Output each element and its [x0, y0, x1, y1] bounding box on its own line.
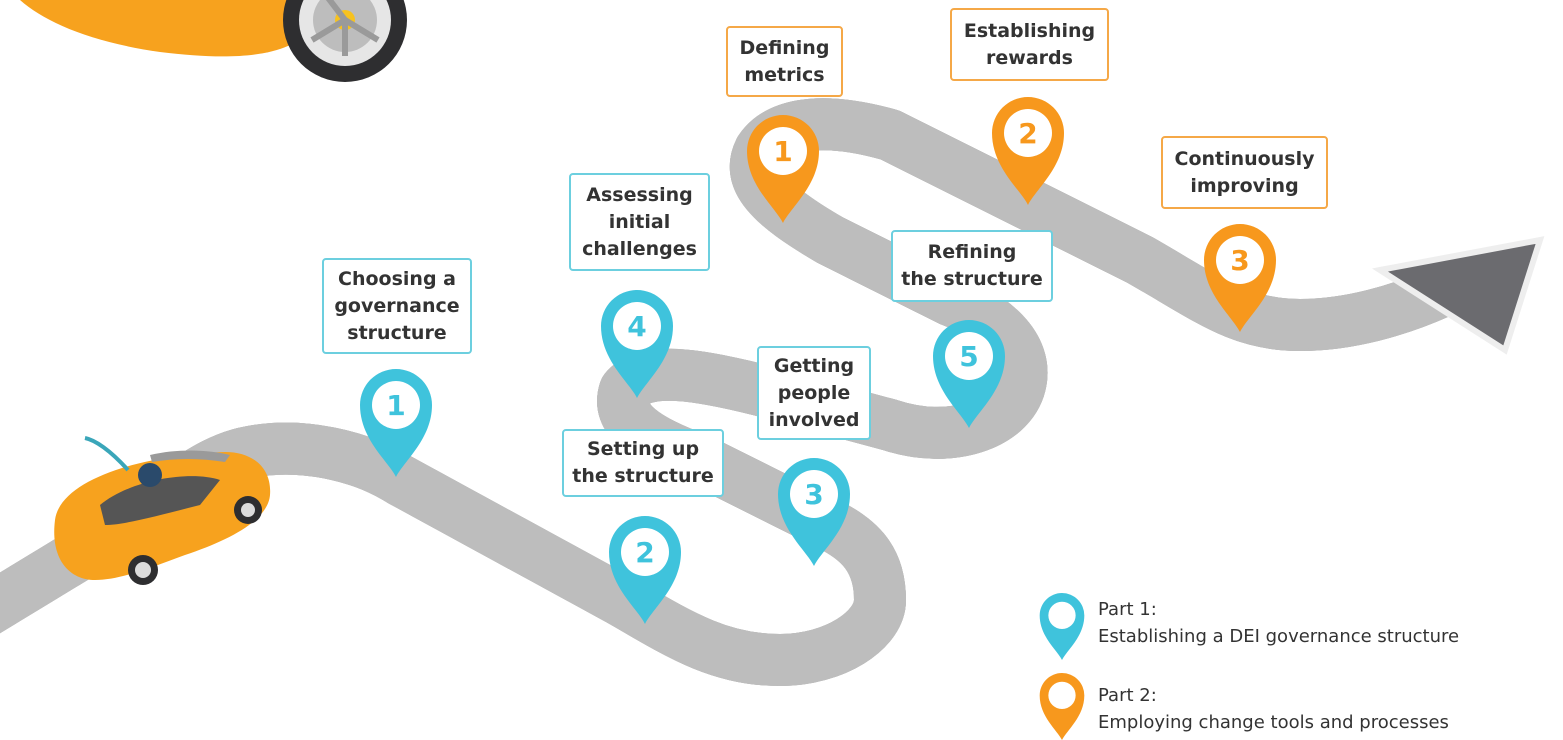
milestone-label-setting-up-structure: Setting up the structure: [562, 429, 724, 497]
milestone-pin-part1-5: 5: [933, 320, 1005, 428]
milestone-label-getting-people-involved: Getting people involved: [757, 346, 871, 440]
winding-road: [0, 124, 1545, 660]
label-line: rewards: [986, 46, 1073, 69]
label-line: Establishing: [963, 19, 1096, 42]
label-line: governance: [334, 294, 460, 317]
label-line: Setting up: [586, 438, 700, 460]
milestone-pin-part1-3: 3: [778, 458, 850, 566]
pin-number: 3: [1230, 244, 1249, 277]
label-line: the structure: [901, 268, 1043, 290]
label-line: Continuously: [1174, 147, 1315, 170]
top-car-fragment: [20, 0, 407, 82]
milestone-pin-part2-3: 3: [1204, 224, 1276, 332]
label-line: initial: [608, 210, 671, 233]
label-line: Refining: [927, 241, 1017, 263]
legend-part1-text: Part 1: Establishing a DEI governance st…: [1098, 596, 1459, 650]
label-line: improving: [1190, 174, 1299, 197]
label-line: Defining: [739, 36, 830, 59]
legend-part2-description: Employing change tools and processes: [1098, 712, 1449, 733]
milestone-pin-part1-2: 2: [609, 516, 681, 624]
label-line: challenges: [582, 237, 697, 260]
label-line: involved: [768, 408, 860, 431]
label-line: people: [777, 381, 851, 404]
legend-part2-text: Part 2: Employing change tools and proce…: [1098, 682, 1449, 736]
legend-pin-part2: [1039, 673, 1085, 740]
label-line: Choosing a: [338, 267, 456, 290]
milestone-label-choosing-governance-structure: Choosing a governance structure: [322, 258, 472, 354]
milestone-pin-part1-1: 1: [360, 369, 432, 477]
pin-number: 2: [1018, 117, 1037, 150]
pin-number: 4: [627, 310, 646, 343]
label-line: the structure: [572, 465, 714, 487]
pin-number: 5: [959, 340, 978, 373]
car-illustration: [54, 436, 271, 585]
milestone-label-establishing-rewards: Establishing rewards: [950, 8, 1109, 81]
label-line: Assessing: [586, 183, 693, 206]
milestone-pin-part1-4: 4: [601, 290, 673, 398]
label-line: Getting: [773, 354, 855, 377]
legend-part2-title: Part 2:: [1098, 685, 1157, 706]
pin-number: 1: [386, 389, 405, 422]
milestone-label-continuously-improving: Continuously improving: [1161, 136, 1328, 209]
label-line: metrics: [744, 63, 825, 86]
milestone-pin-part2-1: 1: [747, 115, 819, 223]
milestone-label-refining-structure: Refining the structure: [891, 230, 1053, 302]
pin-number: 3: [804, 478, 823, 511]
label-line: structure: [347, 321, 447, 344]
legend-pin-part1: [1039, 593, 1085, 660]
pin-number: 1: [773, 135, 792, 168]
legend-part1-title: Part 1:: [1098, 599, 1157, 620]
milestone-label-defining-metrics: Defining metrics: [726, 26, 843, 97]
legend-part1-description: Establishing a DEI governance structure: [1098, 626, 1460, 647]
milestone-pin-part2-2: 2: [992, 97, 1064, 205]
pin-number: 2: [635, 536, 654, 569]
milestone-label-assessing-initial-challenges: Assessing initial challenges: [569, 173, 710, 271]
